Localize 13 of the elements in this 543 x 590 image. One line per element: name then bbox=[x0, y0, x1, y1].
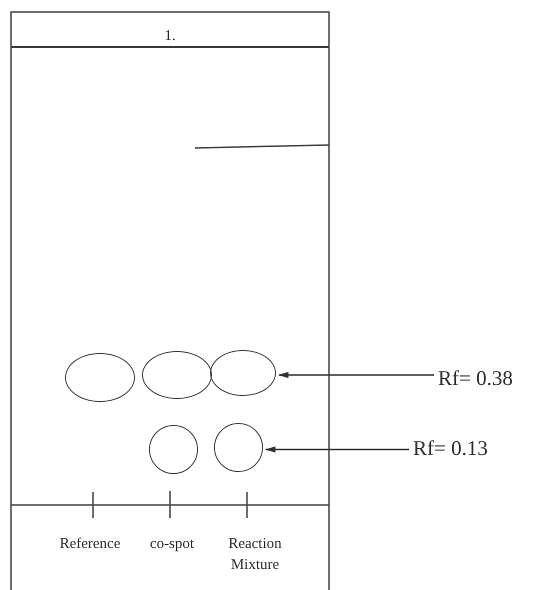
rf-value-label: Rf= 0.38 bbox=[438, 366, 513, 390]
lane-label: Reaction Mixture bbox=[227, 535, 283, 575]
plate-number: 1. bbox=[163, 27, 177, 46]
leader-arrow bbox=[264, 446, 409, 453]
sample-spot bbox=[210, 350, 276, 396]
sample-spot bbox=[65, 353, 135, 402]
sample-spot bbox=[142, 351, 212, 399]
leader-arrow bbox=[278, 372, 434, 378]
lane-label: co-spot bbox=[148, 535, 196, 554]
rf-value-label: Rf= 0.13 bbox=[413, 436, 488, 460]
lane-label: Reference bbox=[58, 535, 122, 554]
sample-spot bbox=[214, 423, 263, 472]
sample-spot bbox=[149, 425, 198, 474]
